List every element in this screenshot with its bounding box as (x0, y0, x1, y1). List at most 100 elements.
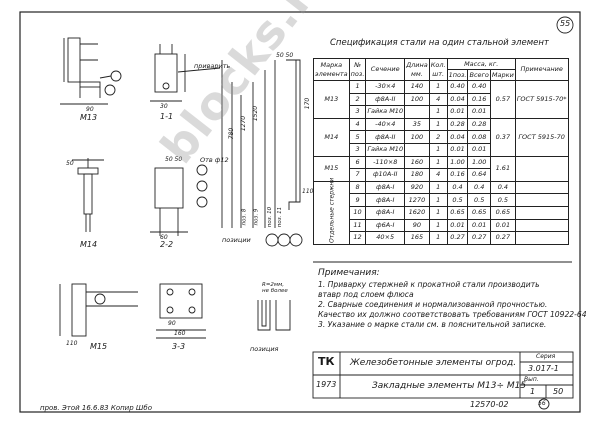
dim-radius: R=2мм, не более (262, 282, 288, 294)
spec-cell: 1 (428, 180, 448, 195)
spec-cell: 1.00 (467, 155, 491, 170)
spec-cell: 4 (428, 168, 448, 182)
spec-cell: 0.01 (446, 218, 469, 233)
tb-signature: пров. Этой 16.6.83 Копир Шбо (40, 404, 152, 412)
th-massa: Масса, кг. (446, 58, 516, 70)
spec-cell: 1 (428, 218, 448, 233)
tb-code: 12570-02 (470, 400, 509, 409)
view-label-m13: М13 (80, 113, 98, 122)
view-label-2-2: 2-2 (160, 240, 174, 249)
spec-cell: 9 (348, 193, 367, 207)
spec-cell: 1 (428, 80, 448, 94)
spec-cell: 1 (428, 142, 448, 157)
bar-label-11: поз. 11 (277, 206, 284, 228)
spec-cell: 0.40 (446, 80, 469, 94)
spec-cell: 0.4 (489, 180, 516, 195)
spec-cell: 4 (428, 92, 448, 107)
spec-cell: ф8А-I (365, 180, 406, 195)
spec-cell: 10 (348, 205, 367, 220)
spec-cell: 100 (404, 92, 430, 107)
spec-cell: 90 (404, 218, 430, 233)
spec-cell (514, 218, 569, 233)
th-marka: Марка элемента (313, 58, 350, 81)
notes-title: Примечания: (318, 268, 380, 278)
spec-cell: -30×4 (365, 80, 406, 94)
spec-cell: 2 (348, 92, 367, 107)
spec-cell: -40×4 (365, 117, 406, 132)
spec-cell: 100 (404, 130, 430, 144)
bar-label-10: поз. 10 (267, 206, 274, 228)
note-line: втавр под слоем флюса (318, 290, 414, 299)
spec-cell: 35 (404, 117, 430, 132)
spec-cell: 4 (348, 117, 367, 132)
callout-positions: позиции (222, 236, 251, 244)
spec-cell: ф10А-II (365, 168, 406, 182)
spec-cell: 0.16 (467, 92, 491, 107)
view-label-3-3: 3-3 (172, 342, 186, 351)
spec-cell: ф8А-I (365, 193, 406, 207)
spec-cell: Гайка М10 (365, 142, 406, 157)
spec-cell: 8 (348, 180, 367, 195)
spec-cell: 5 (348, 130, 367, 144)
page-number: 55 (560, 19, 571, 28)
th-m1: 1поз. (446, 69, 469, 81)
view-label-m15: М15 (90, 342, 108, 351)
spec-title: Спецификация стали на один стальной элем… (330, 38, 549, 48)
dim-1270: 1270 (240, 115, 248, 132)
tb-tk: ТК (318, 355, 335, 368)
spec-cell: 920 (404, 180, 430, 195)
dim-30: 30 (160, 103, 168, 110)
spec-cell: 0.08 (467, 130, 491, 144)
spec-cell: 1 (428, 105, 448, 119)
spec-cell: -110×8 (365, 155, 406, 170)
spec-cell: ф8А-I (365, 205, 406, 220)
tb-sheet-no: 56 (538, 400, 546, 407)
spec-cell: 1 (428, 193, 448, 207)
spec-cell: 0.65 (467, 205, 491, 220)
spec-cell-marka: Отдельные стержни (313, 179, 350, 245)
spec-cell: 0.5 (467, 193, 491, 207)
tb-seria-label: Серия (536, 353, 556, 360)
spec-cell: 180 (404, 168, 430, 182)
spec-cell (514, 193, 569, 207)
spec-cell (404, 105, 430, 119)
dim-90: 90 (86, 106, 94, 113)
spec-cell: 1 (348, 80, 367, 94)
view-label-m14: М14 (80, 240, 98, 249)
spec-cell: ф6А-I (365, 218, 406, 233)
spec-cell: 1.00 (446, 155, 469, 170)
spec-cell: 7 (348, 168, 367, 182)
note-line: 2. Сварные соединения и нормализованной … (318, 300, 548, 309)
spec-cell: 40×5 (365, 231, 406, 245)
tb-title1: Железобетонные элементы огрод. (350, 358, 517, 368)
view-label-1-1: 1-1 (160, 112, 174, 121)
dim-160: 160 (174, 330, 186, 337)
spec-cell: 0.01 (467, 218, 491, 233)
spec-cell: 0.40 (467, 80, 491, 94)
th-pos: № поз. (348, 58, 367, 81)
th-marki: Марки (489, 69, 516, 81)
spec-cell: ГОСТ 5915-70* (514, 80, 569, 119)
spec-cell (514, 180, 569, 195)
spec-cell: 1 (428, 205, 448, 220)
spec-cell: 165 (404, 231, 430, 245)
bar-label-8: поз. 8 (241, 208, 248, 226)
spec-cell (514, 205, 569, 220)
spec-cell: 0.27 (446, 231, 469, 245)
dim-170: 170 (304, 97, 312, 110)
th-dlina: Длина мм. (404, 58, 430, 81)
spec-cell-marka: М15 (313, 155, 350, 182)
spec-cell: 0.01 (446, 105, 469, 119)
dim-60: 60 (160, 234, 168, 241)
spec-cell: 0.27 (489, 231, 516, 245)
tb-title2: Закладные элементы М13÷ М15 (372, 381, 527, 391)
